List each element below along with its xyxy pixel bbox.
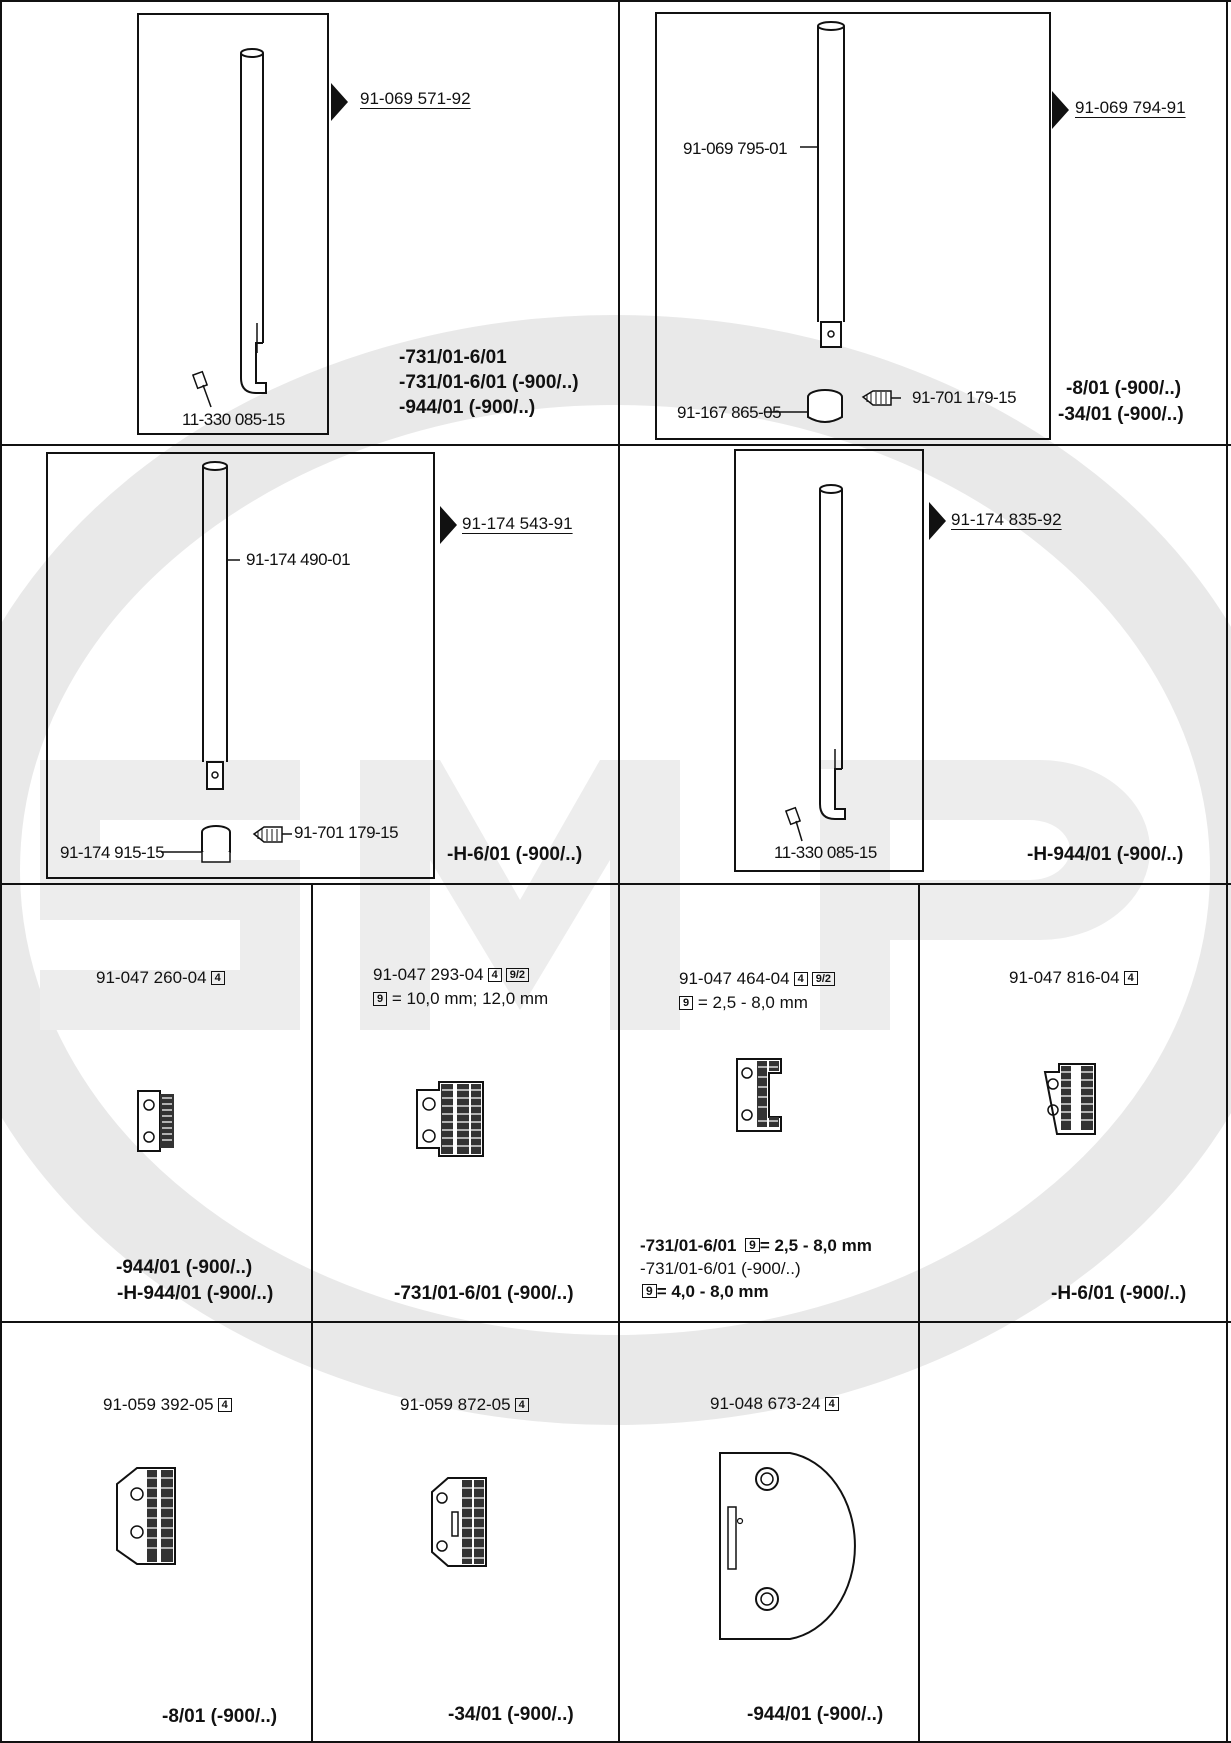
cell2-figure-box (655, 12, 1051, 440)
feed-dog-drawing (116, 1467, 176, 1565)
grid-line (0, 444, 1231, 446)
badge: 9 (373, 992, 388, 1006)
feed-dog-drawing (736, 1058, 782, 1132)
model-line: -8/01 (-900/..) (1066, 378, 1182, 399)
feed-dog-drawing (431, 1477, 487, 1567)
feed-dog-drawing (1043, 1063, 1096, 1135)
badge: 4 (487, 968, 502, 982)
feed-dog-drawing (137, 1090, 174, 1152)
needle-bar-drawing (784, 484, 846, 842)
arrow-marker-icon (929, 502, 946, 540)
model-line: -944/01 (-900/..) (747, 1704, 884, 1725)
assembly-ref: 91-174 835-92 (951, 510, 1062, 529)
badge: 4 (793, 972, 808, 986)
screw-part-number: 91-701 179-15 (294, 823, 399, 842)
spec-note: 9 = 10,0 mm; 12,0 mm (373, 989, 548, 1009)
badge: 9 (745, 1238, 760, 1252)
model-line: -H-944/01 (-900/..) (1027, 844, 1184, 865)
grid-line (311, 883, 313, 1743)
needle-bar-drawing (161, 461, 292, 863)
arrow-marker-icon (440, 506, 457, 544)
badge: 9 (642, 1284, 657, 1298)
model-line: -8/01 (-900/..) (162, 1706, 278, 1727)
model-note: -731/01-6/01 (-900/..) (640, 1259, 801, 1278)
model-line: -34/01 (-900/..) (448, 1704, 574, 1725)
assembly-ref: 91-069 571-92 (360, 89, 471, 108)
badge: 4 (514, 1398, 529, 1412)
badge: 4 (1123, 971, 1138, 985)
badge: 9/2 (811, 972, 836, 986)
model-line: -944/01 (-900/..) (399, 397, 536, 418)
screw-part-number: 11-330 085-15 (182, 410, 285, 429)
spec-note: 9 = 2,5 - 8,0 mm (679, 993, 808, 1013)
badge: 4 (210, 971, 225, 985)
badge: 4 (824, 1397, 839, 1411)
model-line: -H-944/01 (-900/..) (117, 1283, 274, 1304)
grid-line (918, 883, 920, 1743)
needle-bar-drawing (765, 21, 901, 423)
feed-dog-drawing (416, 1081, 484, 1157)
grid-line (0, 883, 1231, 885)
assembly-ref: 91-069 794-91 (1075, 98, 1186, 117)
badge: 4 (217, 1398, 232, 1412)
cell4-figure-box (734, 449, 924, 872)
screw-part-number: 91-701 179-15 (912, 388, 1017, 407)
model-line: -H-6/01 (-900/..) (1051, 1283, 1187, 1304)
cell1-figure-box (137, 13, 329, 435)
clamp-part-number: 91-174 915-15 (60, 843, 165, 862)
model-line: -H-6/01 (-900/..) (447, 844, 583, 865)
assembly-ref: 91-174 543-91 (462, 514, 573, 533)
cell3-figure-box (46, 452, 435, 879)
model-line: -731/01-6/01 (-900/..) (399, 372, 579, 393)
model-line: -944/01 (-900/..) (116, 1257, 253, 1278)
screw-part-number: 11-330 085-15 (774, 843, 877, 862)
grid-line (0, 1321, 1231, 1323)
grid-line (0, 1741, 1231, 1743)
badge: 9 (679, 996, 694, 1010)
model-line: -731/01-6/01 (399, 347, 507, 368)
arrow-marker-icon (1052, 91, 1069, 129)
model-note: 9= 4,0 - 8,0 mm (642, 1282, 769, 1302)
rod-part-number: 91-069 795-01 (683, 139, 788, 158)
model-note: -731/01-6/01 9= 2,5 - 8,0 mm (640, 1236, 872, 1255)
model-line: -34/01 (-900/..) (1058, 404, 1184, 425)
arrow-marker-icon (331, 83, 348, 121)
model-line: -731/01-6/01 (-900/..) (394, 1283, 574, 1304)
throat-plate-drawing (719, 1452, 856, 1640)
clamp-part-number: 91-167 865-05 (677, 403, 782, 422)
grid-line (0, 0, 2, 1743)
grid-line (618, 0, 620, 1743)
grid-line (0, 0, 1231, 2)
grid-line (1226, 0, 1228, 1743)
rod-part-number: 91-174 490-01 (246, 550, 351, 569)
needle-bar-drawing (191, 48, 267, 408)
badge: 9/2 (505, 968, 530, 982)
